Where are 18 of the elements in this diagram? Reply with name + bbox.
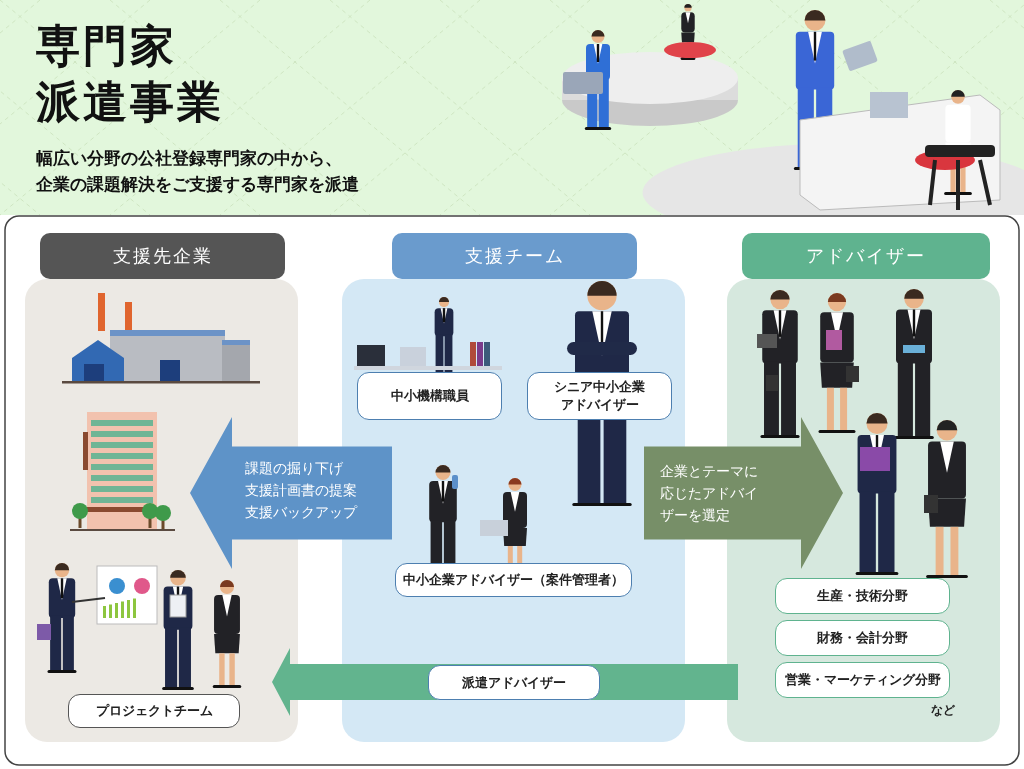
subtitle: 幅広い分野の公社登録専門家の中から、企業の課題解決をご支援する専門家を派遣 <box>36 147 359 196</box>
label-box: 中小企業アドバイザー（案件管理者） <box>395 563 632 597</box>
panel-header: 支援チーム <box>392 233 637 279</box>
block-arrow <box>644 417 843 569</box>
label-box: 財務・会計分野 <box>775 620 950 656</box>
arrow-label: 支援計画書の提案 <box>245 481 358 500</box>
panel-header: 支援先企業 <box>40 233 285 279</box>
label-box: プロジェクトチーム <box>68 694 240 728</box>
edge-label: 企業とテーマに応じたアドバイザーを選定 <box>660 462 759 525</box>
panel-header: アドバイザー <box>742 233 990 279</box>
arrow-label: 支援バックアップ <box>245 503 359 522</box>
title: 専門家派遣事業 <box>36 19 225 129</box>
label-box: シニア中小企業アドバイザー <box>527 372 672 420</box>
label-box: 中小機構職員 <box>357 372 502 420</box>
note-text: など <box>931 702 955 719</box>
arrow-label: 課題の掘り下げ <box>245 459 344 478</box>
label-box: 派遣アドバイザー <box>428 665 600 700</box>
label-box: 生産・技術分野 <box>775 578 950 614</box>
